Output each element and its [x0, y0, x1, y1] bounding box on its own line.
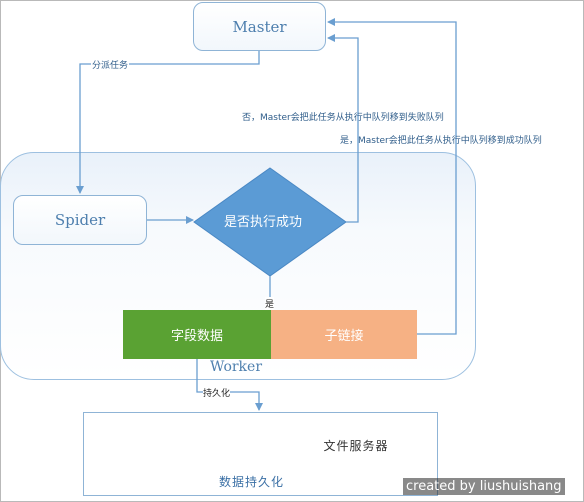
persistence-title: 数据持久化 [219, 475, 285, 489]
edge-success [327, 18, 457, 335]
watermark: created by liushuishang [403, 478, 565, 495]
edge-persist [196, 359, 263, 411]
database-label: MongoDB数据库 [105, 436, 195, 471]
master-label: Master [232, 17, 287, 36]
edge-dispatch [76, 51, 260, 194]
sublink-label: 子链接 [324, 329, 364, 344]
spider-label: Spider [54, 211, 106, 229]
field-data-node: 字段数据 [123, 310, 271, 359]
field-data-label: 字段数据 [170, 329, 223, 344]
sublink-node: 子链接 [271, 310, 417, 359]
file-server-label: 文件服务器 [323, 439, 389, 453]
edge-fail [327, 34, 359, 223]
edge-label-fail: 否，Master会把此任务从执行中队列移到失败队列 [242, 113, 444, 123]
edge-label-yes: 是 [265, 297, 275, 310]
edge-label-dispatch: 分派任务 [91, 58, 130, 71]
master-node: Master [193, 2, 326, 51]
worker-label: Worker [210, 359, 263, 375]
decision-label: 是否执行成功 [223, 215, 302, 230]
persistence-container [83, 412, 438, 496]
spider-node: Spider [13, 195, 147, 245]
edge-label-success: 是，Master会把此任务从执行中队列移到成功队列 [340, 136, 542, 146]
edge-label-persist: 持久化 [203, 386, 231, 399]
